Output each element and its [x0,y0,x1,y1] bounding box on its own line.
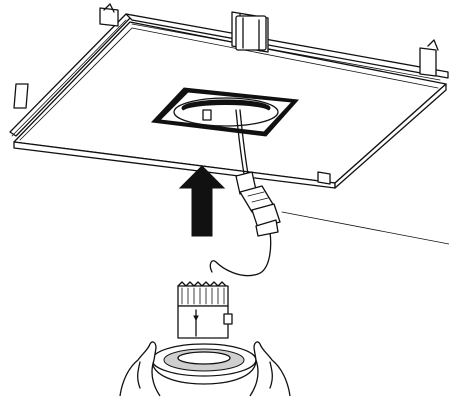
hand-left-icon [119,341,161,397]
leader-line [281,211,449,245]
mounting-clip [103,3,439,51]
downlight [151,281,257,385]
up-arrow-icon [178,165,226,237]
cable [209,109,272,277]
hand-right-icon [249,341,291,397]
cutout [150,87,300,137]
driver-connector [235,171,281,237]
rail-frame [9,7,449,185]
